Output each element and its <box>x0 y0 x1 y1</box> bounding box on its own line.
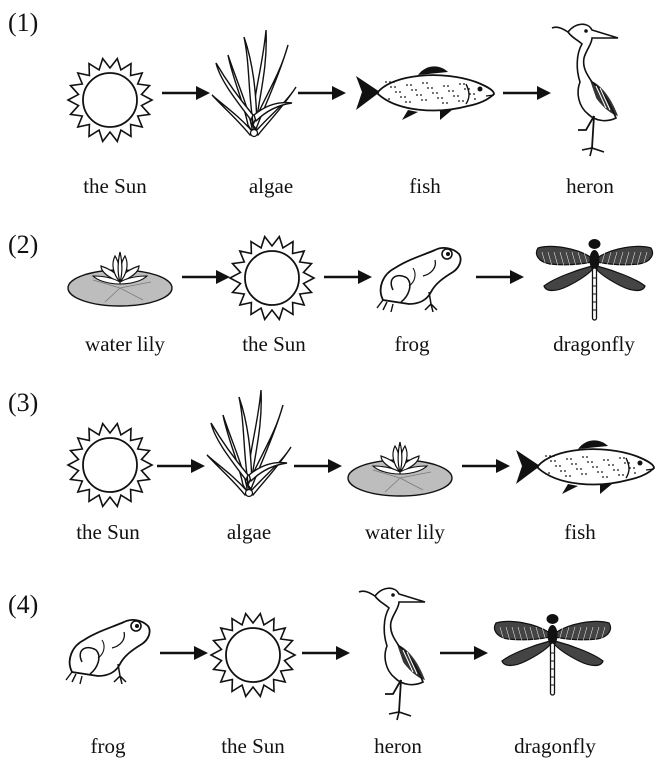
label-water-lily: water lily <box>330 522 480 543</box>
arrow-icon <box>158 642 210 664</box>
heron-icon <box>355 582 440 727</box>
arrow-icon <box>160 82 212 104</box>
algae-icon <box>208 25 298 140</box>
option-number-2: (2) <box>8 232 38 258</box>
fish-icon <box>508 432 658 502</box>
label-heron: heron <box>323 736 473 757</box>
sun-icon <box>65 420 155 510</box>
water-lily-icon <box>345 438 455 500</box>
arrow-icon <box>300 642 352 664</box>
label-sun: the Sun <box>40 176 190 197</box>
water-lily-icon <box>65 248 175 310</box>
arrow-icon <box>474 266 526 288</box>
arrow-icon <box>322 266 374 288</box>
label-water-lily: water lily <box>50 334 200 355</box>
fish-icon <box>348 58 498 128</box>
frog-icon <box>62 610 157 690</box>
label-fish: fish <box>505 522 655 543</box>
option-number-4: (4) <box>8 592 38 618</box>
label-sun: the Sun <box>33 522 183 543</box>
option-number-3: (3) <box>8 390 38 416</box>
label-sun: the Sun <box>199 334 349 355</box>
heron-icon <box>548 18 633 163</box>
arrow-icon <box>460 455 512 477</box>
frog-icon <box>373 238 468 318</box>
arrow-icon <box>501 82 553 104</box>
label-algae: algae <box>174 522 324 543</box>
sun-icon <box>65 55 155 145</box>
label-algae: algae <box>196 176 346 197</box>
label-frog: frog <box>33 736 183 757</box>
label-dragonfly: dragonfly <box>519 334 665 355</box>
dragonfly-icon <box>532 230 657 325</box>
label-sun: the Sun <box>178 736 328 757</box>
option-number-1: (1) <box>8 10 38 36</box>
label-fish: fish <box>350 176 500 197</box>
sun-icon <box>227 233 317 323</box>
dragonfly-icon <box>490 605 615 700</box>
sun-icon <box>208 610 298 700</box>
label-heron: heron <box>515 176 665 197</box>
label-frog: frog <box>337 334 487 355</box>
arrow-icon <box>438 642 490 664</box>
label-dragonfly: dragonfly <box>480 736 630 757</box>
algae-icon <box>203 385 293 500</box>
arrow-icon <box>296 82 348 104</box>
arrow-icon <box>292 455 344 477</box>
arrow-icon <box>155 455 207 477</box>
arrow-icon <box>180 266 232 288</box>
